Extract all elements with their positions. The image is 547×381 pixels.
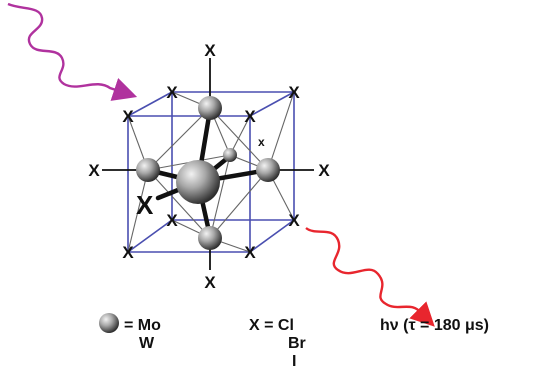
metal-atom-bottom	[198, 226, 222, 250]
metal-atom-back	[223, 148, 237, 162]
metal-atom-top	[198, 96, 222, 120]
legend-halide-i: I	[292, 353, 296, 370]
apex-labels: X X X X	[88, 41, 330, 292]
metal-atom-left	[136, 158, 160, 182]
metal-atom-right	[256, 158, 280, 182]
apex-x-left: X	[88, 161, 100, 180]
x-label: X	[166, 211, 178, 230]
legend-metal-eq: = Mo	[124, 317, 161, 334]
inner-x-small: x	[258, 135, 265, 149]
vertex-labels: X X X X X X X X	[122, 83, 300, 262]
apex-x-bottom: X	[204, 273, 216, 292]
x-label: X	[122, 107, 134, 126]
incoming-wave-arrow	[7, 2, 138, 101]
apex-x-top: X	[204, 41, 216, 60]
legend-halide-br: Br	[288, 335, 306, 352]
legend-metal-alt: W	[139, 335, 155, 352]
apex-x-right: X	[318, 161, 330, 180]
bold-x-front: X	[136, 190, 154, 220]
apex-bonds	[102, 58, 314, 270]
x-label: X	[122, 243, 134, 262]
x-label: X	[288, 211, 300, 230]
x-label: X	[166, 83, 178, 102]
legend-emission: hν (τ = 180 μs)	[380, 317, 489, 334]
x-label: X	[244, 107, 256, 126]
legend-metal-sphere	[99, 313, 119, 333]
legend-halide-eq: X = Cl	[249, 317, 294, 334]
x-label: X	[288, 83, 300, 102]
x-label: X	[244, 243, 256, 262]
metal-atom-front	[176, 160, 220, 204]
outgoing-wave-arrow	[305, 226, 435, 327]
